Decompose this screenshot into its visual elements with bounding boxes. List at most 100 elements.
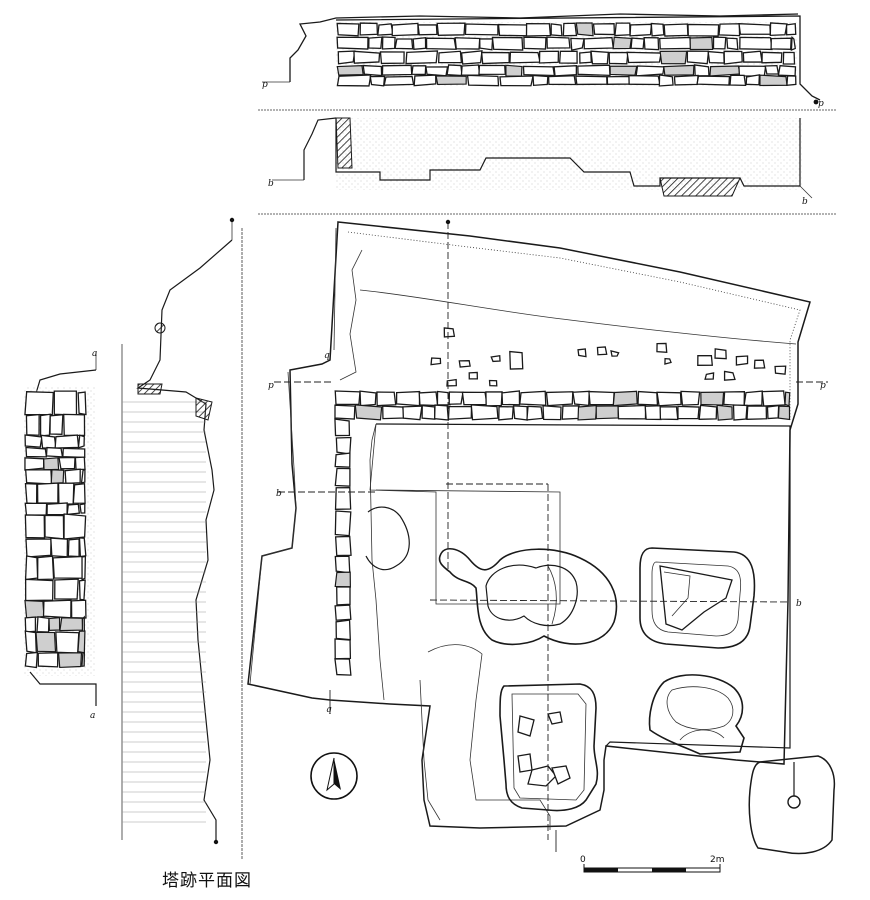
stone <box>583 36 614 50</box>
scale-bar-end: 2m <box>710 855 725 865</box>
stone <box>72 483 86 504</box>
stone <box>35 631 57 653</box>
stone <box>354 404 383 421</box>
figure-caption: 塔跡平面図 <box>162 871 252 891</box>
stone <box>391 22 419 37</box>
stone <box>24 482 38 505</box>
stone <box>336 22 360 37</box>
stone <box>63 513 87 540</box>
stone <box>680 390 701 406</box>
stone <box>550 23 563 37</box>
stone <box>761 390 786 407</box>
stone <box>334 535 352 557</box>
stone <box>498 405 514 421</box>
stone <box>46 502 68 516</box>
stone <box>572 390 590 407</box>
north-arrow-icon <box>310 752 358 800</box>
stone <box>553 64 578 77</box>
stone <box>478 64 506 76</box>
stone <box>413 74 437 87</box>
stone <box>430 357 442 366</box>
stone <box>512 405 529 421</box>
top-elevation <box>258 13 836 111</box>
stone <box>50 537 69 558</box>
stone <box>44 514 65 540</box>
stone <box>761 51 783 64</box>
stone <box>630 37 645 50</box>
stone <box>698 404 718 420</box>
stone <box>368 36 383 50</box>
stone <box>57 652 83 669</box>
stone <box>25 413 40 436</box>
stone <box>614 22 631 37</box>
stone <box>732 404 748 421</box>
svg-text:p: p <box>268 381 274 391</box>
stone <box>596 346 608 356</box>
stone <box>509 350 524 370</box>
stone <box>723 391 746 407</box>
stone <box>79 503 86 514</box>
left-section-profile <box>121 220 243 860</box>
stone <box>334 571 351 588</box>
stone <box>377 23 394 36</box>
stone <box>770 37 792 50</box>
stone <box>509 51 541 64</box>
stone <box>49 414 64 435</box>
stone <box>334 418 351 437</box>
stone <box>786 75 797 87</box>
stone <box>488 379 498 387</box>
scattered-stones <box>430 327 787 387</box>
stone <box>395 390 421 407</box>
stone <box>659 50 688 65</box>
stone <box>58 456 76 470</box>
section-markers: p p b b p p b b a a q q <box>90 80 826 721</box>
stone <box>545 391 574 407</box>
stone <box>497 23 528 37</box>
stone <box>538 50 560 64</box>
stone <box>777 405 791 421</box>
stone <box>663 64 695 76</box>
stone <box>448 391 464 405</box>
stone <box>67 538 80 558</box>
stone <box>693 64 710 77</box>
stone <box>738 23 772 35</box>
stone <box>435 75 467 86</box>
stone <box>686 50 710 65</box>
stone <box>753 359 766 369</box>
stone <box>74 456 86 471</box>
stone <box>505 64 523 77</box>
stone <box>723 370 736 381</box>
stone <box>656 342 668 354</box>
stone <box>334 404 356 420</box>
stone <box>454 37 481 50</box>
stone <box>774 365 787 375</box>
stone <box>696 75 731 86</box>
stone <box>36 616 50 633</box>
stone <box>334 486 352 510</box>
stone <box>394 38 414 50</box>
stone <box>628 74 661 86</box>
stone <box>656 391 682 407</box>
stone <box>353 50 381 64</box>
svg-text:b: b <box>796 599 802 609</box>
stone <box>48 616 61 631</box>
stone <box>421 404 436 420</box>
svg-text:p: p <box>820 381 826 391</box>
stone <box>334 452 351 468</box>
stone <box>663 23 689 37</box>
stone <box>402 405 423 421</box>
stone <box>609 65 638 76</box>
stone <box>460 64 481 76</box>
left-elevation <box>24 352 97 706</box>
stone <box>433 404 450 421</box>
stone <box>80 468 86 484</box>
svg-text:a: a <box>92 349 97 359</box>
stone <box>608 51 629 65</box>
stone <box>735 355 749 366</box>
stone <box>40 434 57 449</box>
stone <box>24 555 39 581</box>
stone <box>369 75 386 87</box>
stone <box>712 36 727 50</box>
stone <box>70 599 87 619</box>
